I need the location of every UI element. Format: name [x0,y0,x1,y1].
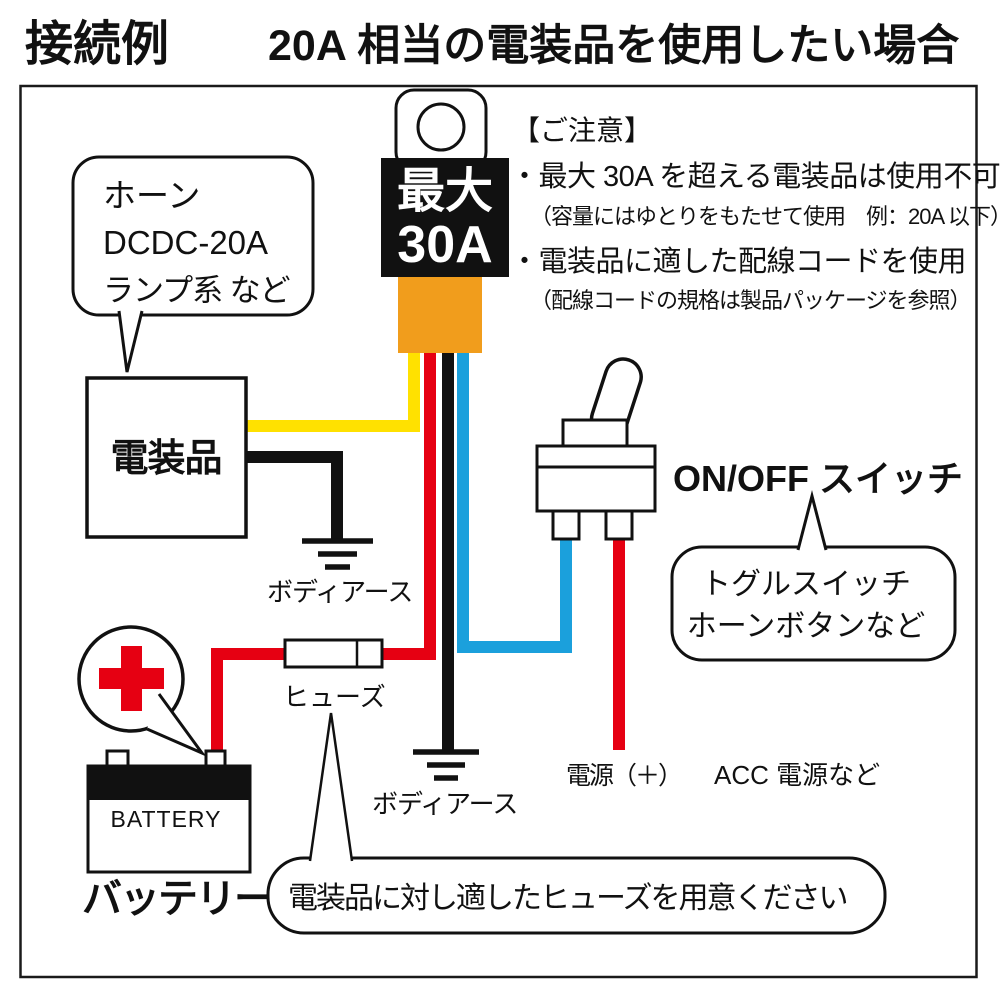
accessory-callout-line1: ホーン [103,177,200,214]
caution-note-1: （容量にはゆとりをもたせて使用 例：20A 以下） [530,204,1000,229]
caution-heading: 【ご注意】 [512,115,652,146]
fuse-note-text: 電装品に対し適したヒューズを用意ください [288,882,847,915]
max-amp-plate [381,158,509,277]
ring-terminal [394,88,488,172]
plus-callout [77,625,207,757]
power-plus-label: 電源（＋） [566,762,681,790]
caution-item-2: ・電装品に適した配線コードを使用 [510,245,966,278]
max-label: 最大 [397,165,493,218]
accessory-box-label: 電装品 [110,438,221,480]
fuse-label: ヒューズ [283,682,386,712]
wire-black-accessory-ground [246,451,343,539]
plus-callout-tail [146,693,207,757]
battery-en-label: BATTERY [111,806,222,832]
plus-icon [99,646,164,711]
caution-item-1: ・最大 30A を超える電装品は使用不可 [510,160,1000,193]
battery: BATTERY [86,749,252,874]
body-ground-label-top: ボディアース [267,577,412,607]
wire-blue-switch [457,350,572,653]
accessory-callout-line3: ランプ系 など [103,273,291,308]
body-ground-label-bottom: ボディアース [372,789,517,819]
section-label: 接続例 [25,18,169,71]
switch-callout-line1: トグルスイッチ [701,568,911,601]
switch-callout: トグルスイッチ ホーンボタンなど [670,490,957,662]
ground-symbol-bottom [413,749,479,781]
wire-yellow-accessory [246,350,420,432]
toggle-collar [561,418,629,448]
caution-note-2: （配線コードの規格は製品パッケージを参照） [530,288,971,313]
accessory-callout: ホーン DCDC-20A ランプ系 など [71,155,315,373]
switch-callout-line2: ホーンボタンなど [687,610,926,643]
toggle-terminal-left [551,509,581,541]
acc-power-label: ACC 電源など [714,760,880,790]
diagram-border [19,84,978,979]
toggle-terminal-right [604,509,634,541]
fuse-note-callout: 電装品に対し適したヒューズを用意ください [266,712,887,935]
amp-label: 30A [397,216,492,274]
battery-top-band [88,766,250,800]
accessory-box [85,376,248,539]
fuse-holder-body [398,277,482,353]
accessory-callout-line2: DCDC-20A [103,224,268,261]
switch-label: ON/OFF スイッチ [673,458,963,499]
caution-notes: 【ご注意】 ・最大 30A を超える電装品は使用不可 （容量にはゆとりをもたせて… [510,115,1000,313]
fuse-symbol [283,638,384,669]
fuse-note-tail [308,712,354,862]
ground-symbol-top [302,538,373,570]
accessory-callout-tail [117,310,144,373]
battery-ja-label: バッテリー [82,877,272,921]
switch-callout-tail [796,490,828,551]
toggle-switch [535,357,657,541]
page-title: 20A 相当の電装品を使用したい場合 [268,22,959,70]
toggle-body [535,444,657,513]
